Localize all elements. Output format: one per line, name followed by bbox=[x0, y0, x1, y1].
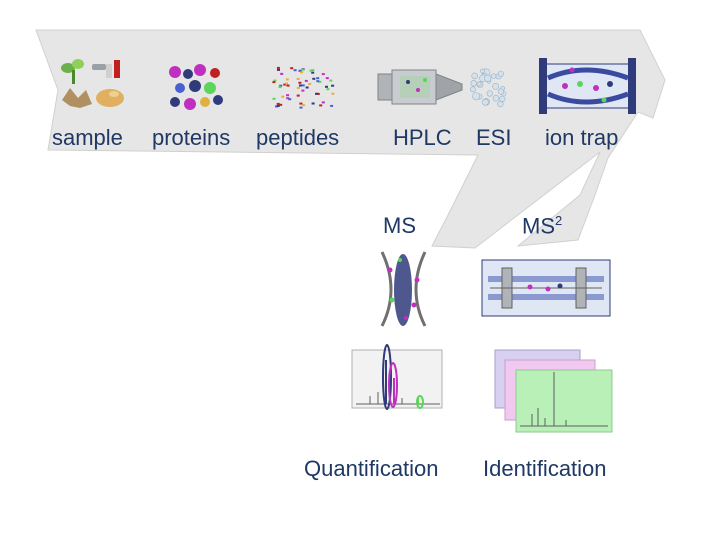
ms-trap-lens-icon bbox=[380, 251, 427, 327]
peptide-fragment bbox=[284, 82, 288, 85]
spray-droplet bbox=[476, 81, 482, 87]
peptide-fragment bbox=[275, 105, 278, 108]
ms2-spectra-stack-icon bbox=[494, 349, 613, 433]
peptide-fragment bbox=[301, 68, 305, 71]
peptide-fragment bbox=[298, 69, 302, 72]
peptide-fragment bbox=[316, 77, 320, 80]
label-peptides: peptides bbox=[256, 125, 340, 150]
label-ms2: MS2 bbox=[522, 213, 562, 239]
spray-droplet bbox=[497, 100, 504, 108]
peptide-fragment bbox=[293, 69, 297, 72]
spray-droplet bbox=[486, 90, 493, 97]
peptide-fragment bbox=[311, 102, 315, 105]
peptide-fragment bbox=[308, 82, 312, 85]
peptide-fragment bbox=[278, 86, 282, 89]
peptide-fragment bbox=[309, 69, 313, 72]
peptide-fragment bbox=[315, 92, 318, 95]
label-hplc: HPLC bbox=[393, 125, 452, 150]
peptide-fragment bbox=[281, 95, 285, 98]
spray-droplet bbox=[480, 68, 485, 74]
peptide-fragment bbox=[326, 88, 330, 91]
spray-droplets-icon bbox=[469, 68, 507, 108]
peptide-fragment bbox=[321, 101, 325, 104]
peptide-fragment bbox=[286, 94, 290, 97]
spray-droplet bbox=[492, 94, 500, 102]
spray-droplet bbox=[492, 83, 500, 90]
peptide-fragment bbox=[277, 68, 280, 71]
spray-droplet bbox=[499, 95, 506, 102]
label-sample: sample bbox=[52, 125, 123, 150]
peptide-fragment bbox=[296, 94, 300, 97]
peptide-fragment bbox=[330, 104, 334, 107]
peptide-fragment bbox=[312, 77, 316, 80]
peptide-fragment bbox=[329, 79, 333, 82]
peptide-fragment bbox=[279, 103, 283, 106]
peptide-fragment bbox=[298, 81, 302, 84]
peptide-fragment bbox=[316, 80, 320, 83]
label-esi: ESI bbox=[476, 125, 512, 150]
peptide-fragment bbox=[301, 104, 305, 107]
label-ms: MS bbox=[383, 213, 416, 238]
peptide-fragment bbox=[276, 102, 280, 105]
spray-droplet bbox=[484, 74, 492, 82]
hplc-column-icon bbox=[377, 69, 463, 105]
peptide-fragment bbox=[273, 79, 277, 82]
protein-blobs-icon bbox=[169, 64, 223, 110]
peptide-fragment bbox=[318, 80, 322, 83]
peptide-fragment bbox=[325, 85, 328, 88]
peptide-fragment bbox=[280, 72, 284, 75]
peptide-fragment bbox=[299, 102, 303, 105]
spray-droplet bbox=[481, 98, 489, 106]
label-ion-trap: ion trap bbox=[545, 125, 619, 150]
peptide-fragment bbox=[290, 67, 294, 70]
label-identification: Identification bbox=[483, 456, 607, 481]
peptide-fragment bbox=[286, 97, 290, 100]
peptide-fragment bbox=[283, 83, 287, 86]
peptide-fragments-icon bbox=[272, 66, 335, 109]
label-quantification: Quantification bbox=[304, 456, 439, 481]
spray-droplet bbox=[470, 80, 477, 87]
peptide-fragment bbox=[311, 71, 315, 74]
peptide-fragment bbox=[272, 81, 276, 84]
peptide-fragment bbox=[296, 86, 300, 89]
peptide-fragment bbox=[301, 89, 305, 92]
peptide-fragment bbox=[316, 92, 320, 95]
label-proteins: proteins bbox=[152, 125, 231, 150]
spray-droplet bbox=[491, 73, 497, 79]
peptide-fragment bbox=[285, 78, 289, 81]
peptide-fragment bbox=[288, 98, 292, 101]
peptide-fragment bbox=[331, 84, 335, 87]
plant-bacteria-animal-icon bbox=[61, 59, 124, 108]
peptide-fragment bbox=[304, 79, 308, 82]
peptide-fragment bbox=[276, 66, 280, 69]
peptide-fragment bbox=[286, 84, 290, 87]
peptide-fragment bbox=[276, 104, 280, 107]
peptide-fragment bbox=[331, 92, 335, 95]
ion-trap-icon bbox=[539, 58, 636, 114]
peptide-fragment bbox=[299, 106, 303, 109]
peptide-fragment bbox=[321, 73, 325, 76]
peptide-fragment bbox=[311, 69, 315, 72]
peptide-fragment bbox=[305, 86, 309, 89]
peptide-fragment bbox=[272, 97, 276, 100]
peptide-fragment bbox=[279, 84, 283, 87]
spray-droplet bbox=[497, 70, 504, 77]
peptide-fragment bbox=[296, 77, 300, 80]
peptide-fragment bbox=[319, 104, 323, 107]
label-ms2-base: MS bbox=[522, 213, 555, 239]
peptide-fragment bbox=[300, 71, 304, 74]
spray-droplet bbox=[472, 92, 481, 101]
spray-droplet bbox=[469, 86, 476, 93]
label-ms2-superscript: 2 bbox=[555, 213, 563, 228]
spray-droplet bbox=[497, 88, 505, 95]
peptide-fragment bbox=[301, 84, 305, 87]
ms2-quadrupole-icon bbox=[481, 259, 611, 317]
spray-droplet bbox=[471, 72, 479, 80]
ms1-spectrum-icon bbox=[351, 344, 443, 410]
peptide-fragment bbox=[325, 77, 329, 80]
peptide-fragment bbox=[299, 84, 302, 87]
